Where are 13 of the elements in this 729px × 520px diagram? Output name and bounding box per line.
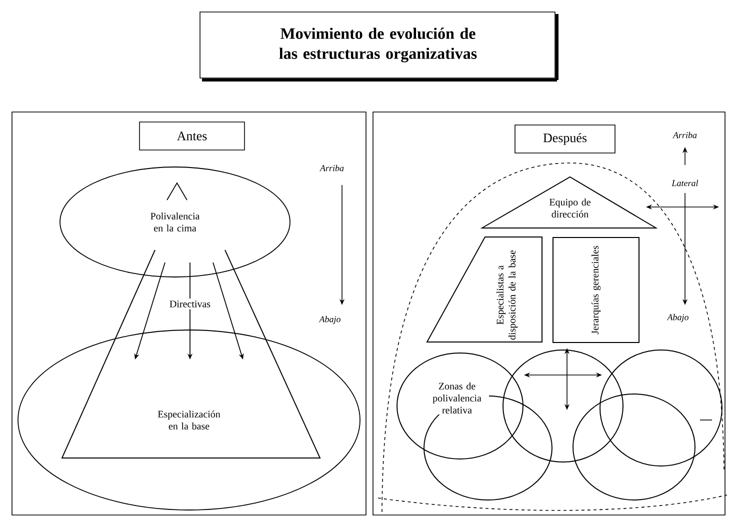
direction-label: Arriba bbox=[319, 164, 345, 172]
label-box: Después bbox=[514, 124, 616, 154]
zone-circle bbox=[502, 350, 624, 462]
hierarchy-box: Jerarquías gerenciales bbox=[552, 237, 640, 343]
zone-circle bbox=[600, 350, 722, 466]
direction-label: Arriba bbox=[672, 130, 698, 140]
zone-circle bbox=[572, 394, 696, 500]
edge-label: Directivas bbox=[167, 298, 213, 310]
direction-label: Lateral bbox=[670, 178, 700, 188]
label-box: Antes bbox=[139, 122, 245, 150]
direction-label: Abajo bbox=[666, 312, 690, 324]
direction-label: Abajo bbox=[318, 314, 342, 326]
title-box: Movimiento de evolución de las estructuras organizativas bbox=[200, 12, 558, 82]
